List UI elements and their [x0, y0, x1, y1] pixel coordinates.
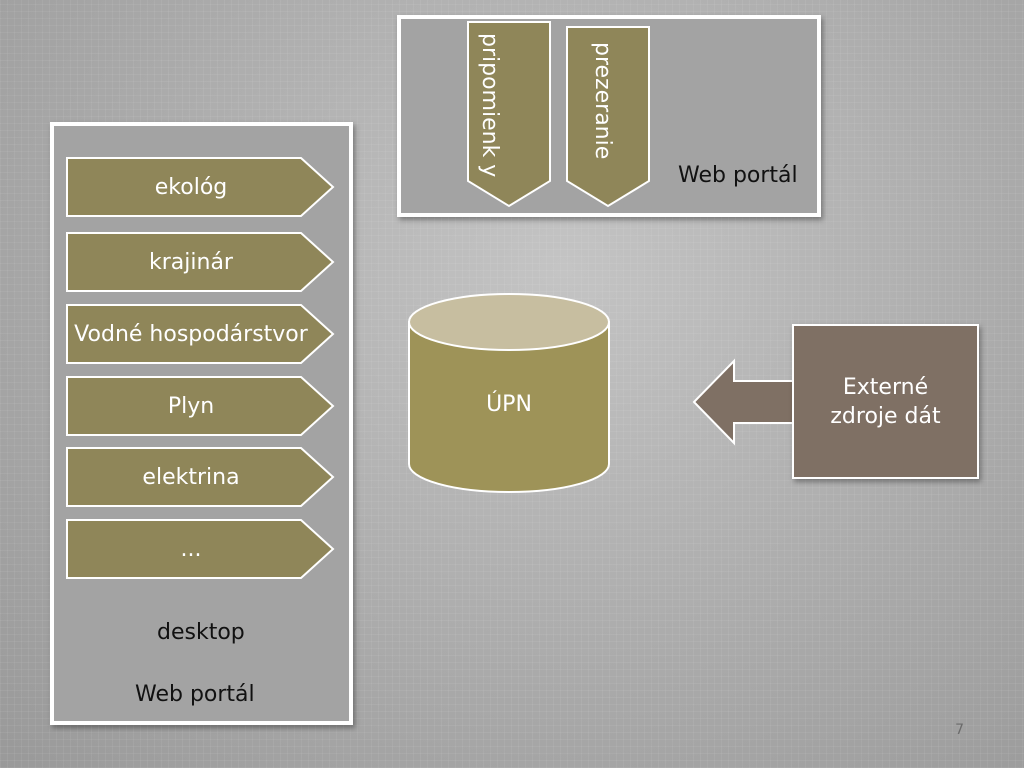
web-portal-label: Web portál	[135, 682, 255, 707]
role-label: elektrina	[142, 464, 240, 490]
role-chevron-plyn: Plyn	[66, 376, 335, 436]
external-sources-box: Externé zdroje dát	[792, 324, 979, 479]
action-label: pripomienk y	[477, 33, 502, 178]
role-chevron-krajinar: krajinár	[66, 232, 335, 292]
role-chevron-vodne-hospodarstvo: Vodné hospodárstvor	[66, 304, 335, 364]
action-chevron-pripomienky: pripomienk y	[467, 21, 551, 208]
database-label: ÚPN	[486, 392, 532, 417]
role-chevron-more: ...	[66, 519, 335, 579]
role-label: ekológ	[154, 174, 228, 200]
role-chevron-ekolog: ekológ	[66, 157, 335, 217]
upn-database: ÚPN	[407, 292, 611, 494]
desktop-label: desktop	[157, 620, 245, 645]
page-number: 7	[955, 722, 964, 738]
database-cylinder-icon	[408, 293, 610, 493]
action-label: prezeranie	[590, 42, 615, 160]
action-chevron-prezeranie: prezeranie	[566, 26, 650, 208]
role-chevron-elektrina: elektrina	[66, 447, 335, 507]
role-label: Vodné hospodárstvor	[74, 321, 308, 347]
external-sources-label: Externé zdroje dát	[830, 374, 941, 429]
external-arrow-icon	[690, 358, 800, 446]
role-label: ...	[180, 536, 202, 562]
role-label: krajinár	[149, 249, 233, 275]
role-label: Plyn	[167, 393, 215, 419]
web-portal-label: Web portál	[678, 163, 798, 188]
